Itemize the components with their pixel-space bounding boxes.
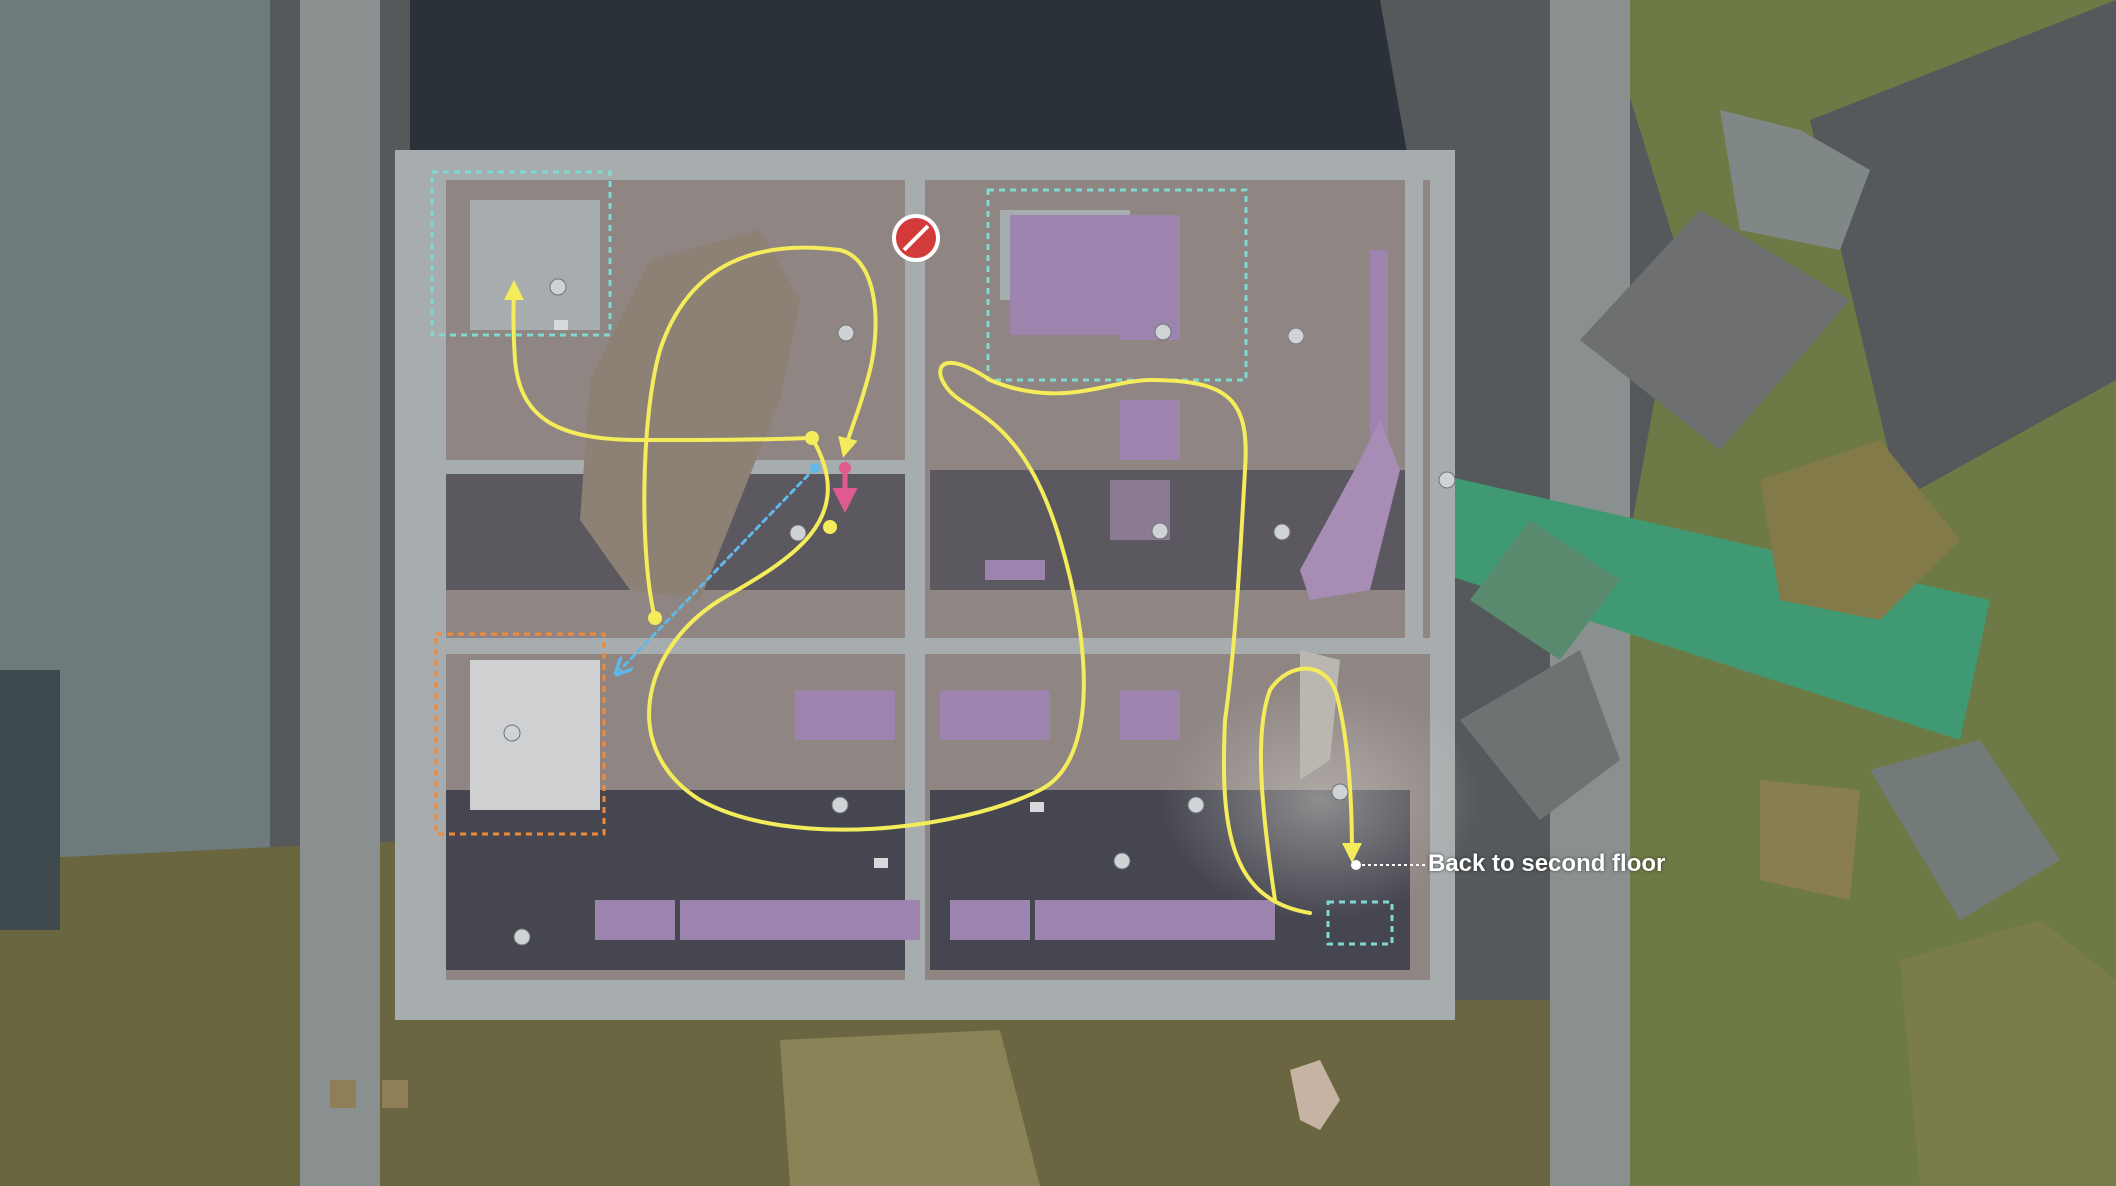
zones [430,170,1394,946]
camera-icon [1030,802,1044,812]
enemy-marker-icon [789,524,807,542]
enemy-marker-icon [831,796,849,814]
enemy-markers [503,278,1456,946]
routes [503,245,1362,915]
enemy-marker-icon [513,928,531,946]
route-c [642,245,878,620]
route-d [1258,666,1362,902]
camera-icon [874,858,888,868]
zone-teal-topright [986,188,1248,382]
outside-props [330,110,2116,1186]
route-a [647,360,1312,915]
building [395,150,1480,1020]
body-icon [1290,1060,1340,1130]
enemy-marker-icon [503,724,521,742]
route-b [503,280,812,443]
enemy-marker-icon [1113,852,1131,870]
enemy-marker-icon [1287,327,1305,345]
enemy-marker-icon [549,278,567,296]
enemy-marker-icon [1438,471,1456,489]
camera-icon [554,320,568,330]
zone-teal-exit [1326,900,1394,946]
enemy-marker-icon [837,324,855,342]
callout-leader [1351,860,1425,870]
zone-orange [434,632,606,836]
furniture [595,215,1400,940]
callout-label: Back to second floor [1428,850,1666,877]
enemy-marker-icon [1331,783,1349,801]
no-entry-icon[interactable] [892,214,940,262]
zone-teal-topleft [430,170,612,337]
camera-markers [554,320,1044,868]
enemy-marker-icon [1273,523,1291,541]
route-dashed-blue [620,466,817,670]
enemy-marker-icon [1187,796,1205,814]
enemy-marker-icon [1154,323,1172,341]
enemy-marker-icon [1151,522,1169,540]
